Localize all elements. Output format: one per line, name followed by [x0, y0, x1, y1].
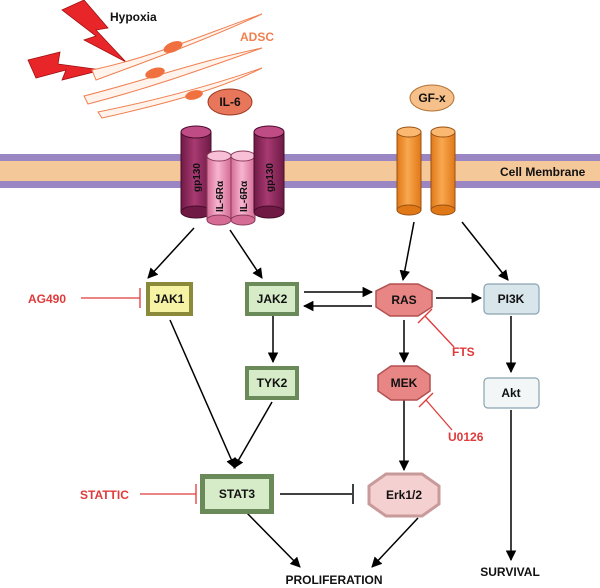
inhibitor-ag490-label: AG490 — [28, 292, 66, 306]
proliferation-label: PROLIFERATION — [285, 573, 382, 587]
il6r-label: IL-6Rα — [239, 180, 250, 212]
gp130-receptor: gp130 — [180, 125, 212, 219]
inhibitor-u0126-label: U0126 — [448, 430, 484, 444]
jak2-node: JAK2 — [245, 282, 299, 316]
edge-jak1-to-stat3 — [169, 319, 237, 469]
adsc-cell — [97, 67, 263, 119]
mek-node: MEK — [377, 365, 431, 401]
il6-label: IL-6 — [219, 95, 241, 109]
edge-stat3-to-proliferation — [245, 511, 301, 568]
edge-receptor-to-jak2 — [229, 229, 263, 279]
hypoxia-label: Hypoxia — [110, 10, 157, 24]
inhibitor-ag490-bar — [81, 288, 141, 308]
akt-node: Akt — [483, 377, 540, 409]
lightning-bolt-icon — [27, 51, 103, 81]
il6r-label: IL-6Rα — [215, 180, 226, 212]
gp130-receptor: gp130 — [253, 125, 285, 219]
stat3-label: STAT3 — [219, 487, 256, 501]
cell-membrane-label: Cell Membrane — [500, 165, 586, 179]
edge-gfx-to-pi3k — [461, 221, 509, 281]
il6-receptor-complex: gp130 IL-6Rα IL-6Rα gp130 — [180, 125, 285, 226]
pi3k-label: PI3K — [498, 292, 525, 306]
tyk2-node: TYK2 — [245, 366, 299, 400]
adsc-cell — [83, 47, 263, 105]
adsc-cell — [91, 13, 263, 81]
edge-stat3-inhibits-erk — [280, 484, 354, 504]
gp130-label: gp130 — [192, 163, 203, 192]
tyk2-label: TYK2 — [257, 376, 288, 390]
inhibitor-fts-bar — [417, 308, 455, 348]
gfx-ligand: GF-x — [409, 84, 455, 112]
inhibitor-fts-label: FTS — [452, 345, 475, 359]
gfx-label: GF-x — [418, 91, 446, 105]
inhibitor-stattic-label: STATTIC — [80, 488, 129, 502]
lightning-bolt-icon — [61, 0, 127, 63]
ras-label: RAS — [391, 293, 416, 307]
erk-node: Erk1/2 — [367, 472, 441, 518]
edge-gfx-to-ras — [399, 221, 415, 282]
pi3k-node: PI3K — [483, 283, 540, 315]
edge-erk-to-proliferation — [371, 517, 419, 568]
inhibitor-u0126-bar — [418, 392, 453, 431]
gp130-label: gp130 — [265, 163, 276, 192]
erk-label: Erk1/2 — [386, 488, 422, 502]
edge-receptor-to-jak1 — [147, 227, 195, 279]
adsc-label: ADSC — [240, 30, 274, 44]
jak1-label: JAK1 — [154, 292, 185, 306]
il6-ligand: IL-6 — [207, 88, 253, 116]
il6r-receptor: IL-6Rα — [206, 150, 232, 226]
stat3-node: STAT3 — [200, 474, 274, 514]
survival-label: SURVIVAL — [480, 565, 540, 579]
akt-label: Akt — [501, 386, 520, 400]
jak1-node: JAK1 — [146, 282, 193, 316]
cell-membrane: Cell Membrane — [0, 154, 600, 188]
il6r-receptor: IL-6Rα — [230, 150, 256, 226]
ras-node: RAS — [375, 283, 433, 317]
jak2-label: JAK2 — [257, 292, 288, 306]
edge-tyk2-to-stat3 — [233, 401, 273, 469]
inhibitor-stattic-bar — [140, 484, 197, 504]
gfx-receptor — [396, 126, 456, 216]
mek-label: MEK — [391, 376, 418, 390]
